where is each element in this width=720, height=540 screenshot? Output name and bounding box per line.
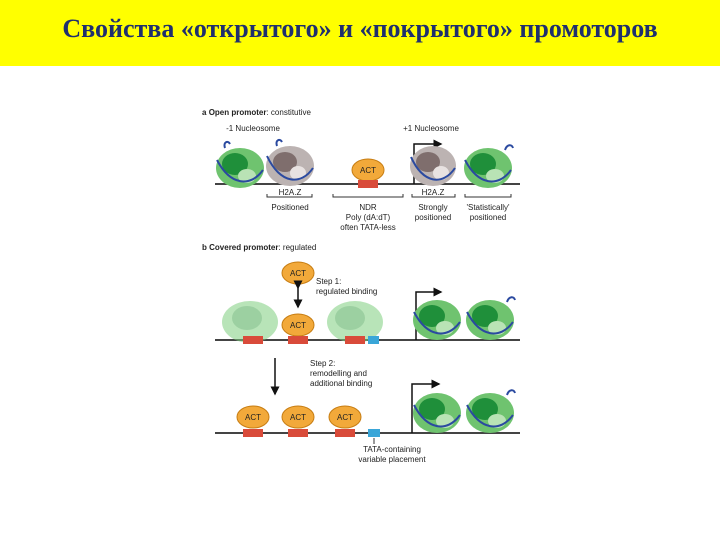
nucleosome-b1-2 [466,296,516,340]
nucleosome-a1 [216,140,264,188]
tata-caption-1: TATA-containing [363,445,421,454]
promoter-diagram: a Open promoter: constitutive -1 Nucleos… [202,108,520,464]
h2az-label-left: H2A.Z [279,188,302,197]
act-label-b2: ACT [290,321,306,330]
bracket-statistical [464,194,512,198]
act-bound-b2-1 [236,405,270,429]
step2-line2: remodelling and [310,369,367,378]
site-b2-3 [335,429,355,437]
tata-box-b2 [368,429,380,437]
h2az-nucleosome-a1 [266,138,314,186]
slide-title: Свойства «открытого» и «покрытого» промо… [62,14,658,43]
step2-line1: Step 2: [310,359,335,368]
tss-arrow-b2 [411,379,441,433]
act-label-b3: ACT [245,413,261,422]
step1-line2: regulated binding [316,287,377,296]
caption-strong-2: positioned [415,213,451,222]
nucleosome-b2-1 [413,393,461,433]
tata-box-b1 [368,336,379,344]
bracket-strong [411,194,456,198]
caption-ndr-3: often TATA-less [340,223,395,232]
act-bound-b2-3 [328,405,362,429]
act-label-b1: ACT [290,269,306,278]
step1-line1: Step 1: [316,277,341,286]
tata-caption-2: variable placement [358,455,426,464]
bracket-ndr [332,194,404,198]
bracket-positioned [266,194,313,198]
act-bound-b2-2 [281,405,315,429]
h2az-label-right: H2A.Z [422,188,445,197]
panel-b-heading: b Covered promoter: regulated [202,243,316,252]
promoter-figure: a Open promoter: constitutive -1 Nucleos… [195,100,535,475]
site-b1-2 [288,336,308,344]
site-b1-1 [243,336,263,344]
title-bar [0,0,720,66]
act-label-b4: ACT [290,413,306,422]
caption-positioned: Positioned [271,203,308,212]
caption-stat-2: positioned [470,213,506,222]
act-label-a: ACT [360,166,376,175]
binding-site-a [358,180,378,188]
h2az-nucleosome-a2 [410,146,456,186]
nucleosome-b2-2 [466,389,516,433]
site-b2-2 [288,429,308,437]
caption-stat-1: 'Statistically' [466,203,510,212]
caption-ndr-2: Poly (dA:dT) [346,213,391,222]
minus1-nucleosome-label: -1 Nucleosome [226,124,280,133]
faded-nucleosome-b1 [222,301,278,343]
caption-strong-1: Strongly [418,203,447,212]
caption-ndr-1: NDR [359,203,377,212]
panel-a-heading: a Open promoter: constitutive [202,108,311,117]
site-b1-3 [345,336,365,344]
nucleosome-a2 [464,144,514,188]
site-b2-1 [243,429,263,437]
step2-line3: additional binding [310,379,372,388]
nucleosome-b1-1 [413,300,461,340]
faded-nucleosome-b2 [327,301,383,343]
plus1-nucleosome-label: +1 Nucleosome [403,124,459,133]
act-label-b5: ACT [337,413,353,422]
